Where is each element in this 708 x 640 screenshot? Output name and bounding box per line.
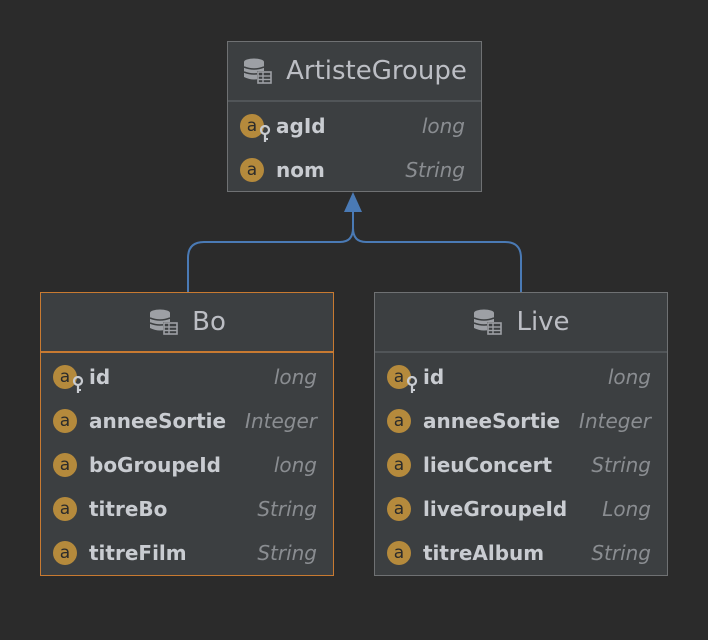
field-icon: a bbox=[53, 453, 77, 477]
inheritance-arrowhead bbox=[344, 192, 362, 212]
field-type: long bbox=[421, 114, 465, 138]
entity-header: Bo bbox=[41, 293, 333, 353]
field-type: Integer bbox=[579, 409, 651, 433]
field-icon: a bbox=[387, 541, 411, 565]
field-icon: a bbox=[53, 365, 84, 393]
field-icon: a bbox=[387, 409, 411, 433]
field-row[interactable]: a agId long bbox=[228, 104, 481, 148]
field-name: lieuConcert bbox=[423, 453, 553, 477]
entity-header: ArtisteGroupe bbox=[228, 42, 481, 102]
field-icon: a bbox=[387, 497, 411, 521]
edge-bo-to-artistegroupe[interactable] bbox=[187, 200, 354, 292]
field-type: long bbox=[273, 453, 317, 477]
database-table-icon bbox=[474, 309, 503, 335]
field-icon: a bbox=[53, 497, 77, 521]
primary-key-icon bbox=[259, 125, 271, 142]
field-type: String bbox=[405, 158, 465, 182]
database-table-icon bbox=[149, 309, 179, 335]
field-row[interactable]: a titreFilm String bbox=[41, 531, 333, 575]
field-name: titreAlbum bbox=[423, 541, 545, 565]
field-name: id bbox=[423, 365, 445, 389]
field-type: long bbox=[607, 365, 651, 389]
field-icon: a bbox=[387, 365, 418, 393]
field-row[interactable]: a boGroupeId long bbox=[41, 443, 333, 487]
field-icon: a bbox=[53, 541, 77, 565]
field-type: Long bbox=[602, 497, 651, 521]
entity-artistegroupe[interactable]: ArtisteGroupe a agId long a nom String bbox=[227, 41, 482, 192]
field-type: String bbox=[257, 541, 317, 565]
field-row[interactable]: a lieuConcert String bbox=[375, 443, 667, 487]
field-row[interactable]: a nom String bbox=[228, 148, 481, 192]
field-row[interactable]: a anneeSortie Integer bbox=[41, 399, 333, 443]
field-row[interactable]: a id long bbox=[375, 355, 667, 399]
entity-title: Live bbox=[516, 307, 570, 337]
field-name: titreFilm bbox=[89, 541, 187, 565]
field-icon: a bbox=[240, 158, 264, 182]
entity-title: ArtisteGroupe bbox=[286, 56, 467, 86]
field-icon: a bbox=[240, 114, 271, 142]
edge-live-to-artistegroupe[interactable] bbox=[352, 200, 522, 292]
field-name: agId bbox=[276, 114, 326, 138]
field-row[interactable]: a titreBo String bbox=[41, 487, 333, 531]
primary-key-icon bbox=[406, 376, 418, 393]
field-icon: a bbox=[53, 409, 77, 433]
field-type: Integer bbox=[245, 409, 317, 433]
field-name: boGroupeId bbox=[89, 453, 221, 477]
field-name: anneeSortie bbox=[89, 409, 227, 433]
field-type: String bbox=[257, 497, 317, 521]
field-row[interactable]: a titreAlbum String bbox=[375, 531, 667, 575]
entity-live[interactable]: Live a id long a anneeSortie Integer bbox=[374, 292, 668, 576]
entity-header: Live bbox=[375, 293, 667, 353]
field-row[interactable]: a id long bbox=[41, 355, 333, 399]
field-icon: a bbox=[387, 453, 411, 477]
field-name: titreBo bbox=[89, 497, 168, 521]
field-name: liveGroupeId bbox=[423, 497, 568, 521]
field-row[interactable]: a liveGroupeId Long bbox=[375, 487, 667, 531]
primary-key-icon bbox=[72, 376, 84, 393]
field-type: String bbox=[591, 541, 651, 565]
entity-bo[interactable]: Bo a id long a anneeSortie Integer bbox=[40, 292, 334, 576]
database-table-icon bbox=[243, 58, 273, 84]
field-type: String bbox=[591, 453, 651, 477]
entity-title: Bo bbox=[192, 307, 226, 337]
field-name: nom bbox=[276, 158, 325, 182]
field-row[interactable]: a anneeSortie Integer bbox=[375, 399, 667, 443]
field-name: anneeSortie bbox=[423, 409, 561, 433]
field-type: long bbox=[273, 365, 317, 389]
field-name: id bbox=[89, 365, 111, 389]
